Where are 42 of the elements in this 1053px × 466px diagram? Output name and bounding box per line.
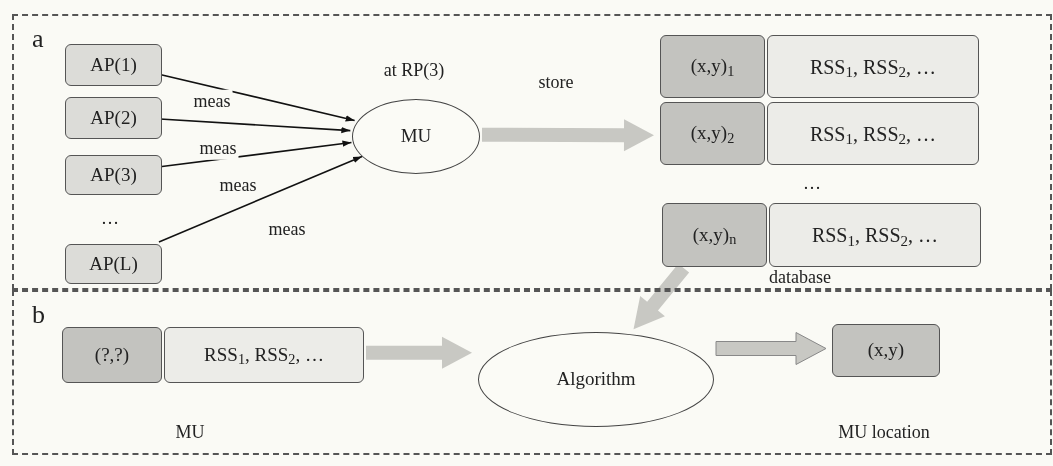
node-text: (x,y): [867, 338, 905, 363]
panel-letter: a: [32, 26, 44, 52]
table-cell: [164, 327, 364, 383]
table-cell: [769, 203, 981, 267]
process-box: [65, 44, 162, 86]
node-text: RSS$_{1}$, RSS$_{2}$, …: [811, 223, 939, 250]
table-cell: [62, 327, 162, 383]
dashed-panel: [12, 14, 1052, 290]
node-text: Algorithm: [556, 367, 636, 392]
node-text: RSS$_{1}$, RSS$_{2}$, …: [809, 54, 937, 82]
table-cell: [660, 102, 765, 165]
table-cell: [662, 203, 767, 267]
node-text: AP(3): [90, 162, 137, 187]
table-cell: [660, 35, 765, 98]
node-text: (x,y)$_{2}$: [690, 121, 735, 148]
node-text: (x,y)$_{1}$: [690, 54, 735, 81]
node-caption: MU location: [838, 420, 930, 444]
node-text: AP(1): [90, 52, 137, 77]
dashed-panel: [12, 290, 1052, 455]
node-text: RSS$_{1}$, RSS$_{2}$, …: [809, 121, 937, 149]
arrow: [158, 155, 363, 243]
process-box: [65, 155, 162, 195]
table-cell: [767, 35, 979, 98]
node-text: RSS$_{1}$, RSS$_{2}$, …: [204, 342, 324, 370]
block-arrow: [715, 332, 827, 365]
node-text: AP(L): [89, 251, 138, 276]
node-text: AP(2): [90, 105, 137, 130]
node-text: (x,y)$_{n}$: [692, 222, 737, 250]
text-label: …: [101, 206, 119, 230]
process-box: [65, 97, 162, 139]
text-label: …: [803, 171, 821, 195]
text-label: database: [769, 265, 831, 289]
node-text: (?,?): [94, 342, 130, 367]
block-arrow: [366, 336, 472, 369]
node-text: MU: [400, 124, 432, 149]
table-cell: [767, 102, 979, 165]
process-box: [65, 244, 162, 284]
panel-letter: b: [32, 302, 45, 328]
block-arrow: [482, 119, 654, 152]
node-caption: at RP(3): [383, 58, 445, 82]
text-label: MU: [175, 420, 205, 444]
process-box: [832, 324, 940, 377]
